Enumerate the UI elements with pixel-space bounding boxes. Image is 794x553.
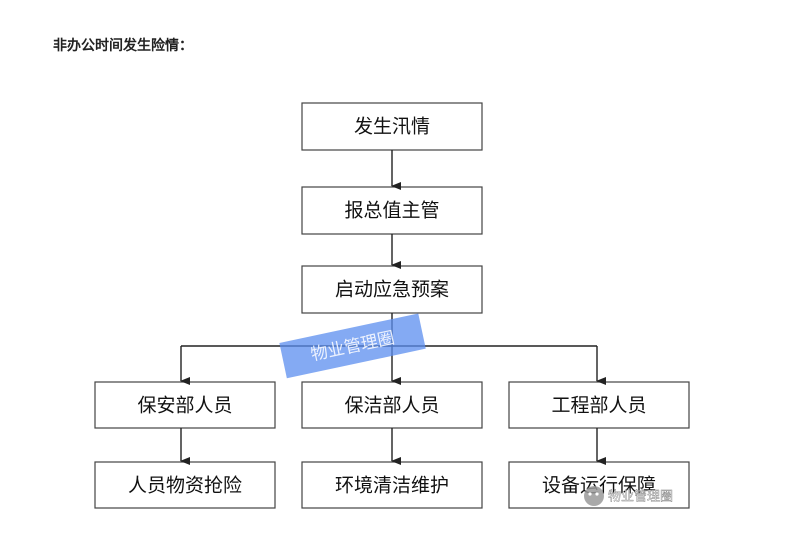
node-flood: 发生汛情 (301, 102, 483, 151)
node-label-flood: 发生汛情 (354, 116, 430, 138)
node-security: 保安部人员 (94, 381, 276, 429)
node-rescue: 人员物资抢险 (94, 461, 276, 509)
node-label-engineering: 工程部人员 (551, 395, 646, 417)
wechat-icon (584, 486, 604, 506)
node-label-report: 报总值主管 (344, 200, 439, 222)
node-report: 报总值主管 (301, 186, 483, 235)
watermark-center: 物业管理圈 (279, 313, 426, 379)
watermark-corner: 物业管理圈 (584, 486, 673, 506)
node-environment: 环境清洁维护 (301, 461, 483, 509)
node-label-cleaning: 保洁部人员 (344, 395, 439, 417)
node-equipment: 设备运行保障 (508, 461, 690, 509)
node-engineering: 工程部人员 (508, 381, 690, 429)
node-plan: 启动应急预案 (301, 265, 483, 314)
node-label-plan: 启动应急预案 (335, 279, 449, 301)
node-label-equipment: 设备运行保障 (542, 475, 656, 497)
node-cleaning: 保洁部人员 (301, 381, 483, 429)
node-label-rescue: 人员物资抢险 (128, 475, 242, 497)
page-title: 非办公时间发生险情： (53, 38, 193, 54)
node-label-security: 保安部人员 (137, 395, 232, 417)
watermark-corner-text: 物业管理圈 (608, 490, 673, 505)
node-label-environment: 环境清洁维护 (335, 475, 449, 497)
